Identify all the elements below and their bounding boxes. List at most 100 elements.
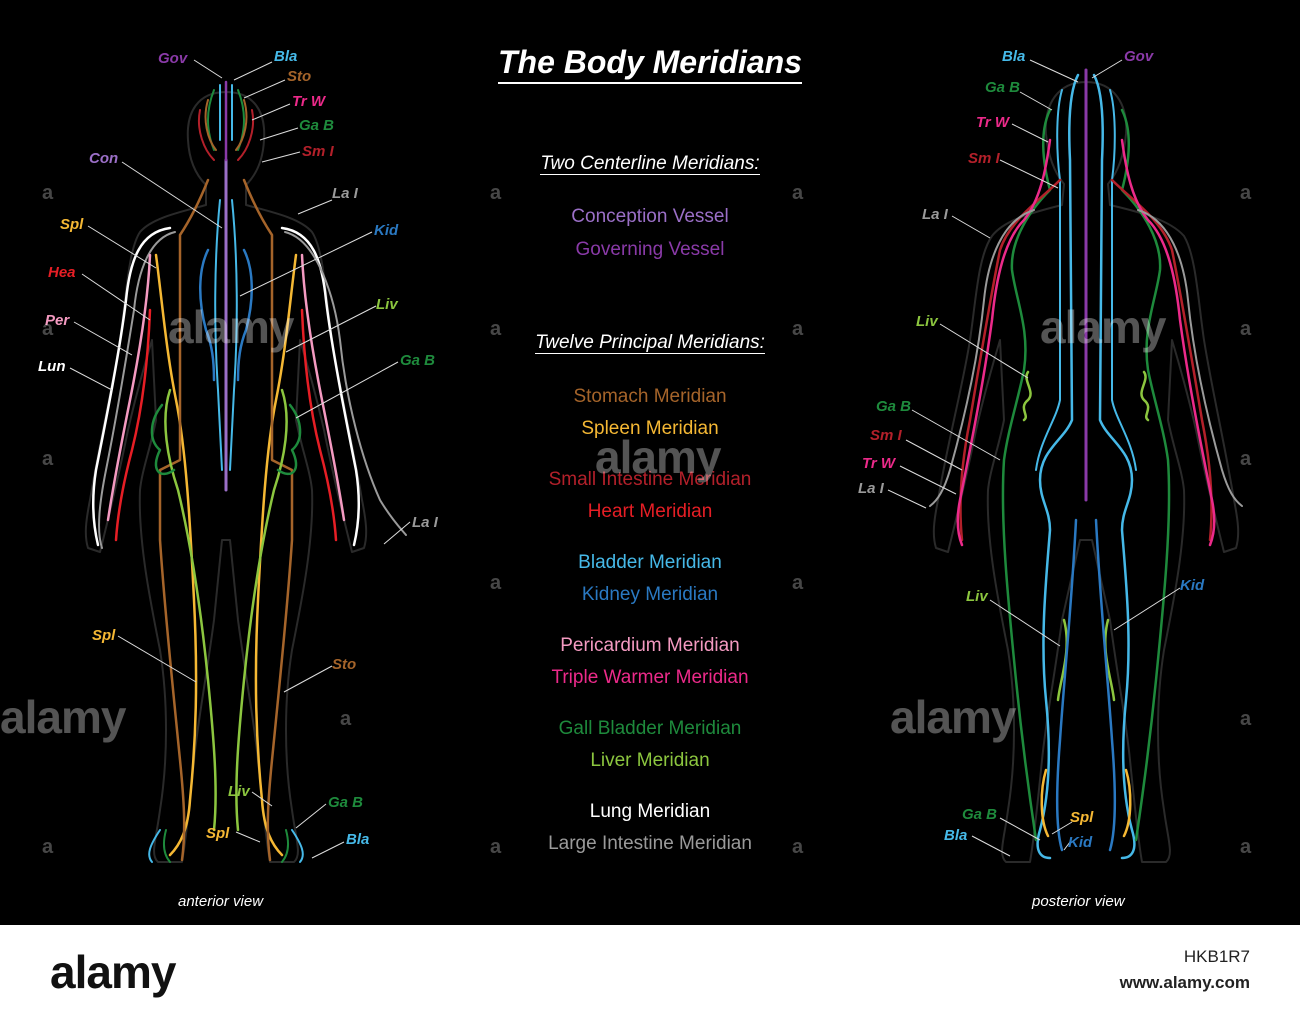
watermark: alamy <box>1040 301 1166 353</box>
post-label-trw-top: Tr W <box>976 114 1010 131</box>
post-spleen-line <box>1040 768 1132 838</box>
posterior-leader-lines <box>887 59 1181 857</box>
ant-label-spl-top: Spl <box>60 216 84 233</box>
post-label-bla: Bla <box>1002 48 1026 65</box>
watermark-mark: a <box>792 572 804 594</box>
ant-heart-line-r <box>300 308 338 542</box>
ant-label-liv-foot: Liv <box>228 783 250 800</box>
ant-heart-line <box>114 308 152 542</box>
watermark-mark: a <box>42 182 54 204</box>
ant-label-per: Per <box>45 312 70 329</box>
page-title: The Body Meridians <box>0 44 1300 84</box>
post-kidney-line <box>1055 518 1078 852</box>
watermark: alamy <box>890 691 1016 743</box>
legend-large-intestine: Large Intestine Meridian <box>548 833 752 854</box>
post-label-bla-foot: Bla <box>944 827 968 844</box>
legend-liver: Liver Meridian <box>590 750 710 771</box>
post-triplewarmer-line-r <box>1120 138 1216 547</box>
ant-pericardium-line <box>106 253 152 522</box>
ant-liver-line <box>164 388 217 832</box>
ant-label-con: Con <box>89 150 119 167</box>
ant-label-trw: Tr W <box>292 93 326 110</box>
footer-image-id: HKB1R7 <box>1183 947 1250 966</box>
ant-liver-line-r <box>235 388 288 832</box>
ant-label-liv-top: Liv <box>376 296 398 313</box>
anterior-body <box>84 80 407 863</box>
principal-heading-text: Twelve Principal Meridians: <box>535 332 765 354</box>
watermark-mark: a <box>1240 448 1252 470</box>
legend-kidney: Kidney Meridian <box>581 584 719 605</box>
centerline-heading: Two Centerline Meridians: <box>0 153 1300 175</box>
post-kidney-line-r <box>1094 518 1117 852</box>
ant-gallbladder-line <box>150 403 176 476</box>
ant-label-spl-foot: Spl <box>206 825 230 842</box>
watermark-mark: a <box>42 448 54 470</box>
posterior-silhouette <box>932 81 1240 863</box>
ant-label-gab-mid: Ga B <box>400 352 436 369</box>
watermark-mark: a <box>42 318 54 340</box>
page-title-text: The Body Meridians <box>497 44 803 84</box>
post-label-trw-arm: Tr W <box>862 455 896 472</box>
ant-label-bla-foot: Bla <box>346 831 370 848</box>
watermark-mark: a <box>340 708 352 730</box>
footer-logo: alamy <box>50 946 176 998</box>
ant-label-smi: Sm I <box>302 143 334 160</box>
footer-site: www.alamy.com <box>1119 973 1250 992</box>
post-label-kid-foot: Kid <box>1068 834 1093 851</box>
footer-bar: alamy HKB1R7 www.alamy.com <box>0 925 1300 1017</box>
ant-lung-line <box>91 226 172 547</box>
post-label-lai-arm: La I <box>858 480 884 497</box>
watermark-mark: a <box>490 572 502 594</box>
post-triplewarmer-line <box>956 138 1052 547</box>
ant-kidney-line-r <box>236 248 253 382</box>
legend-stomach: Stomach Meridian <box>573 386 727 407</box>
ant-label-gab-top: Ga B <box>299 117 335 134</box>
post-label-gab-foot: Ga B <box>962 806 998 823</box>
watermark: alamy <box>595 431 721 483</box>
post-label-smi-top: Sm I <box>968 150 1000 167</box>
ant-gallbladder-line-r <box>276 403 302 476</box>
ant-largeint-line-r <box>284 231 407 536</box>
post-liver-line <box>1022 370 1032 422</box>
diagram-canvas <box>0 0 1300 925</box>
ant-label-lun: Lun <box>38 358 66 375</box>
legend-triple-warmer: Triple Warmer Meridian <box>551 667 749 688</box>
watermark-mark: a <box>490 318 502 340</box>
post-label-kid-leg: Kid <box>1180 577 1205 594</box>
legend-pericardium: Pericardium Meridian <box>560 635 740 656</box>
post-label-spl-foot: Spl <box>1070 809 1094 826</box>
watermark-mark: a <box>42 836 54 858</box>
anterior-leader-lines <box>69 59 411 859</box>
legend-governing: Governing Vessel <box>575 239 725 260</box>
watermark-mark: a <box>490 182 502 204</box>
post-label-lai-top: La I <box>922 206 948 223</box>
watermark-mark: a <box>792 836 804 858</box>
ant-foot-lines <box>148 829 304 863</box>
post-largeint-line-r <box>1137 209 1243 507</box>
ant-label-kid: Kid <box>374 222 399 239</box>
watermark-mark: a <box>792 318 804 340</box>
legend-spleen: Spleen Meridian <box>581 418 719 439</box>
ant-label-gab-foot: Ga B <box>328 794 364 811</box>
watermark-mark: a <box>1240 708 1252 730</box>
watermark: alamy <box>168 301 294 353</box>
ant-pericardium-line-r <box>300 253 346 522</box>
meridian-diagram <box>69 59 1243 863</box>
legend-small-intestine: Small Intestine Meridian <box>548 469 752 490</box>
ant-label-hea: Hea <box>48 264 76 281</box>
legend-heart: Heart Meridian <box>587 501 713 522</box>
ant-label-spl-leg: Spl <box>92 627 116 644</box>
centerline-heading-text: Two Centerline Meridians: <box>540 153 760 175</box>
anterior-view-label: anterior view <box>178 893 264 910</box>
legend-gall-bladder: Gall Bladder Meridian <box>558 718 742 739</box>
ant-spleen-line <box>154 253 198 857</box>
post-label-gab-arm: Ga B <box>876 398 912 415</box>
ant-kidney-line <box>199 248 216 382</box>
post-label-smi-arm: Sm I <box>870 427 902 444</box>
post-label-liv-top: Liv <box>916 313 938 330</box>
ant-center-blue <box>214 199 238 471</box>
anterior-silhouette <box>84 91 368 863</box>
legend-bladder: Bladder Meridian <box>578 552 722 573</box>
post-label-gov: Gov <box>1124 48 1154 65</box>
post-label-gab-top: Ga B <box>985 79 1021 96</box>
